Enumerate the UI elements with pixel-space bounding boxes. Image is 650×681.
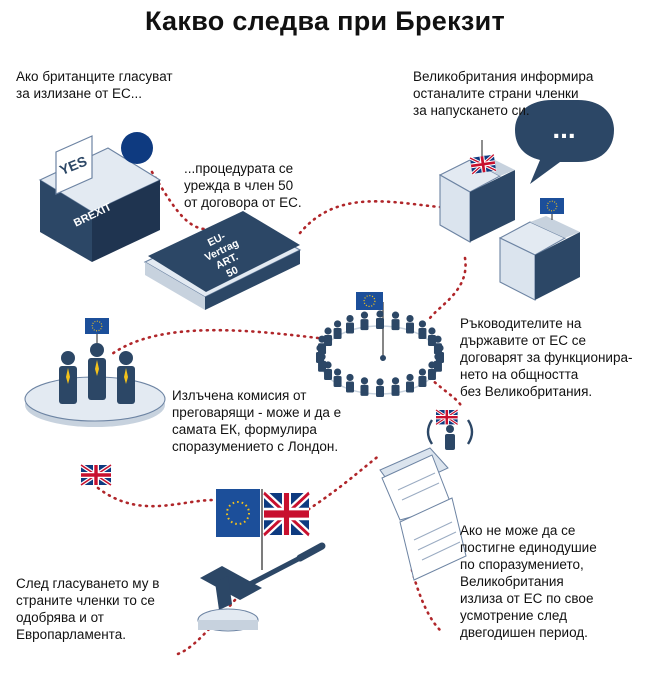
caption-line: от договора от ЕС. [184, 195, 302, 210]
caption-line: нето на общността [460, 367, 579, 382]
step-article50-caption: ...процедурата се урежда в член 50 от до… [184, 160, 302, 211]
leader-figure [333, 368, 342, 388]
leader-figure [433, 335, 442, 355]
caption-line: за излизане от ЕС... [16, 86, 143, 101]
caption-line: останалите страни членки [413, 86, 579, 101]
leader-figure [406, 314, 414, 334]
leader-figure [391, 377, 400, 396]
caption-line: страните членки то се [16, 593, 155, 608]
caption-line: Ръководителите на [460, 316, 582, 331]
caption-line: договарят за функционира- [460, 350, 633, 365]
caption-line: Ако не може да се [460, 523, 576, 538]
leader-figure [360, 377, 369, 396]
eu-uk-flags-icon [216, 489, 309, 570]
caption-line: за напускането си. [413, 103, 530, 118]
uk-house-icon [438, 140, 515, 243]
caption-line: самата ЕК, формулира [172, 422, 317, 437]
caption-line: ...процедурата се [184, 161, 294, 176]
uk-flag-icon-commission [81, 465, 111, 485]
caption-line: Ако британците гласуват [16, 69, 173, 84]
step-inform-caption: Великобритания информира останалите стра… [413, 68, 593, 119]
step-commission-caption: Излъчена комисия от преговарящи - може и… [172, 387, 341, 455]
caption-line: излиза от ЕС по свое [460, 591, 594, 606]
leader-figure [324, 361, 333, 380]
caption-line: одобрява и от [16, 610, 104, 625]
eu-house-icon [498, 197, 580, 301]
caption-line: постигне единодушие [460, 540, 597, 555]
uk-flag-round-icon [121, 132, 153, 164]
leader-figure [346, 373, 354, 393]
leader-figure [433, 353, 442, 372]
caption-line: двегодишен период. [460, 625, 588, 640]
speech-bubble-icon: ... [515, 100, 614, 184]
caption-line: След гласуването му в [16, 576, 160, 591]
caption-line: споразумението с Лондон. [172, 439, 339, 454]
leader-figure [418, 320, 427, 339]
commission-icon [24, 317, 166, 427]
leader-figure [376, 378, 384, 397]
caption-line: преговарящи - може и да е [172, 405, 342, 420]
leader-figure [376, 310, 384, 329]
leader-figure [391, 311, 400, 331]
page-title: Какво следва при Брекзит [144, 6, 506, 36]
step-vote-caption: Ако британците гласуват за излизане от Е… [16, 68, 173, 102]
caption-line: държавите от ЕС се [460, 333, 586, 348]
leader-figure [333, 320, 342, 339]
caption-line: Излъчена комисия от [172, 388, 307, 403]
torn-document-icon [379, 447, 467, 581]
leader-figure [406, 373, 414, 393]
uk-representative-icon [426, 410, 474, 450]
caption-line: по споразумението, [460, 557, 584, 572]
caption-line: Европарламента. [16, 627, 126, 642]
caption-line: Великобритания [460, 574, 564, 589]
step-approval-caption: След гласуването му в страните членки то… [16, 575, 159, 643]
caption-line: без Великобритания. [460, 384, 593, 399]
step-exit-caption: Ако не може да се постигне единодушие по… [460, 522, 597, 641]
leader-figure [360, 311, 369, 331]
step-leaders-caption: Ръководителите на държавите от ЕС се дог… [460, 315, 632, 400]
ballot-box-icon: YES BREXIT [38, 135, 162, 262]
leader-figure [318, 335, 327, 355]
leader-figure [427, 327, 436, 346]
treaty-book-icon: EU- Vertrag ART. 50 [143, 211, 302, 310]
caption-line: урежда в член 50 [184, 178, 294, 193]
leader-figure [346, 314, 354, 334]
leader-figure [418, 368, 427, 388]
book-line-4: 50 [224, 264, 240, 280]
gavel-icon [197, 542, 326, 632]
caption-line: Великобритания информира [413, 69, 594, 84]
speech-bubble-text: ... [552, 113, 575, 144]
caption-line: усмотрение след [460, 608, 568, 623]
leader-figure [427, 361, 436, 380]
leader-figure [324, 327, 333, 346]
leaders-circle-icon [316, 291, 444, 397]
